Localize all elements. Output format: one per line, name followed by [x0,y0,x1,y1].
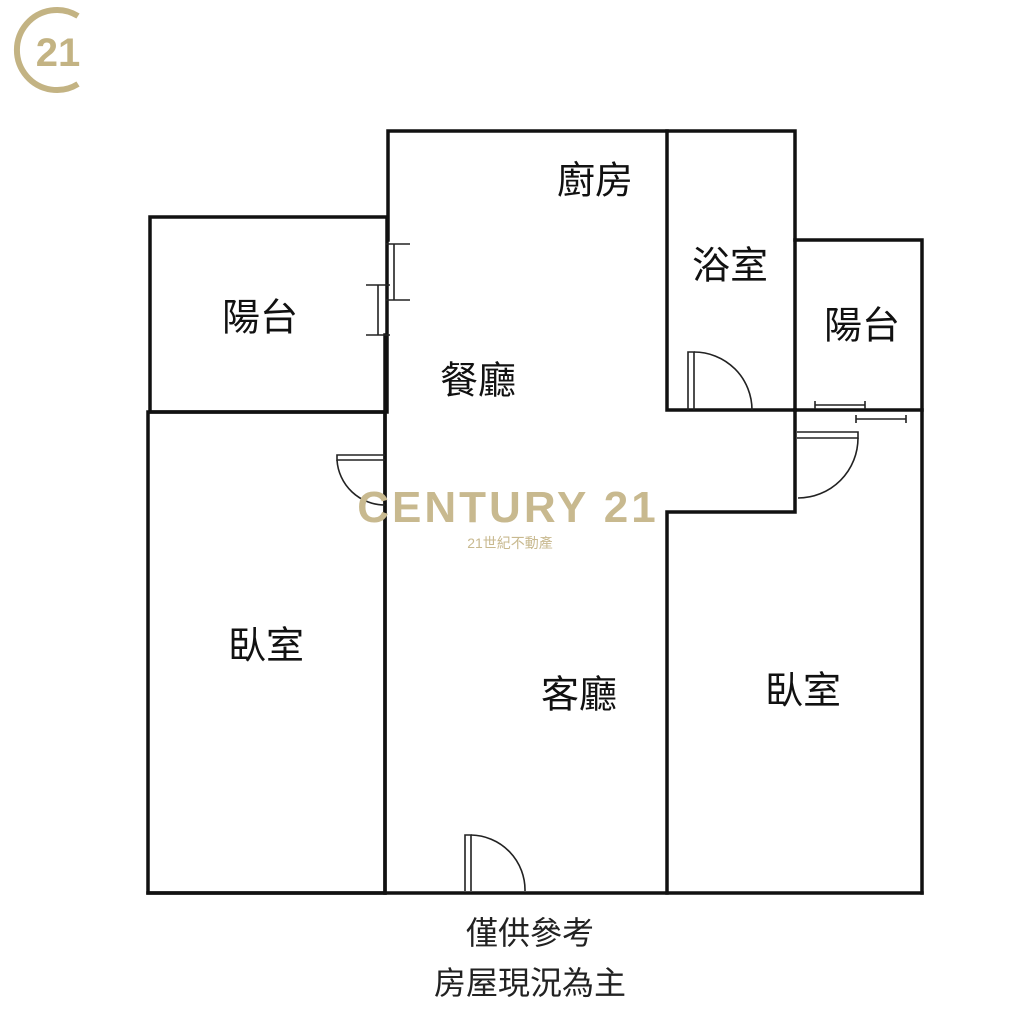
room-label-kitchen: 廚房 [557,159,633,203]
top-walls [386,129,797,412]
right-balcony-walls [793,238,924,895]
watermark-subtitle: 21世紀不動產 [467,535,553,551]
door-bathroom [687,351,753,411]
room-label-balcony-right: 陽台 [824,304,900,348]
disclaimer-line2: 房屋現況為主 [434,964,626,1002]
logo-text: 21 [36,31,81,75]
century21-logo: 21 [14,7,81,93]
room-label-balcony-left: 陽台 [222,296,298,340]
watermark-brand: CENTURY 21 [357,483,658,532]
corridor-walls [665,408,797,895]
room-label-bedroom-left: 臥室 [228,624,304,668]
century21-watermark: CENTURY 21 21世紀不動產 [357,483,658,551]
door-right-bedroom [797,431,859,499]
sliding-door-left-balcony [366,243,410,336]
sliding-door-right-balcony [814,401,907,423]
door-left-bedroom [336,454,386,506]
door-entrance [464,834,526,892]
room-label-dining: 餐廳 [440,359,516,403]
disclaimer-line1: 僅供參考 [466,914,594,952]
room-label-living: 客廳 [541,673,617,717]
room-label-bedroom-right: 臥室 [765,669,841,713]
room-label-bathroom: 浴室 [692,244,768,288]
